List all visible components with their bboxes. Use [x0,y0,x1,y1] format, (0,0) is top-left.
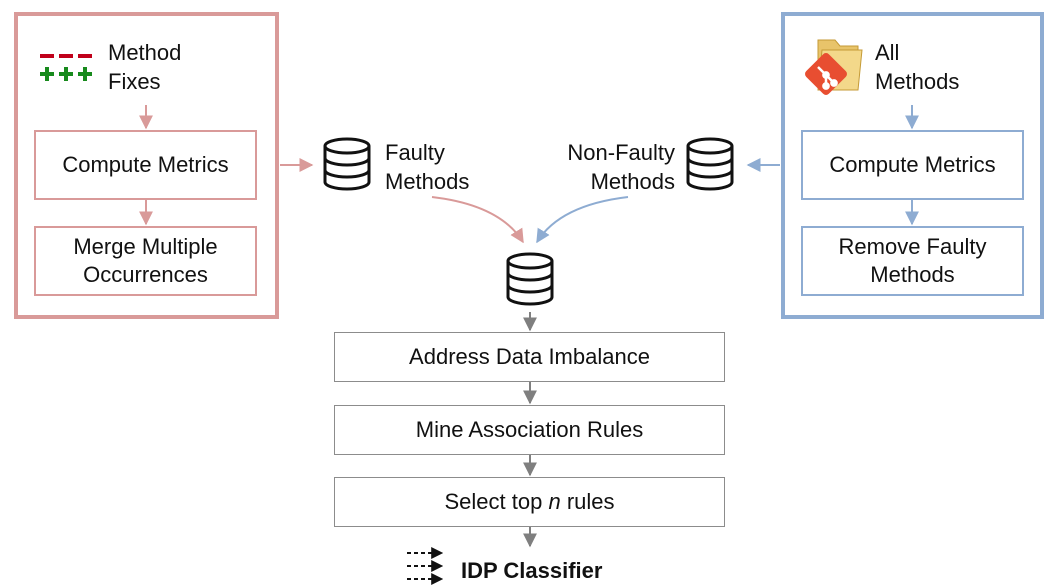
merge-occurrences-label: Merge Multiple Occurrences [73,234,218,287]
merge-occurrences-box: Merge Multiple Occurrences [34,226,257,296]
all-methods-label: All Methods [875,40,960,94]
select-top-suffix: rules [560,489,615,514]
diff-icon [40,54,92,81]
arrow-nonfaulty-to-merged [536,196,629,244]
idp-classifier-label: IDP Classifier [461,558,603,583]
arrow-faulty-to-merged [431,196,524,244]
non-faulty-methods-label: Non-Faulty Methods [567,140,675,194]
mine-rules-box: Mine Association Rules [334,405,725,455]
compute-metrics-label-left: Compute Metrics [62,152,229,177]
compute-metrics-box-left: Compute Metrics [34,130,257,200]
method-fixes-panel [14,12,279,319]
compute-metrics-label-right: Compute Metrics [829,152,996,177]
method-fixes-label: Method Fixes [108,40,182,94]
select-top-prefix: Select top [444,489,549,514]
all-methods-panel [781,12,1044,319]
remove-faulty-label: Remove Faulty Methods [838,234,987,287]
address-imbalance-label: Address Data Imbalance [409,344,650,369]
select-top-rules-box: Select top n rules [334,477,725,527]
dashed-arrows-icon [407,547,444,585]
mine-rules-label: Mine Association Rules [415,417,644,442]
address-imbalance-box: Address Data Imbalance [334,332,725,382]
database-icon-faulty [323,137,371,191]
remove-faulty-box: Remove Faulty Methods [801,226,1024,296]
faulty-methods-label: Faulty Methods [385,140,470,194]
git-folder-icon [805,39,863,95]
compute-metrics-box-right: Compute Metrics [801,130,1024,200]
select-top-variable: n [548,489,561,514]
database-icon-merged [506,252,554,306]
database-icon-nonfaulty [686,137,734,191]
